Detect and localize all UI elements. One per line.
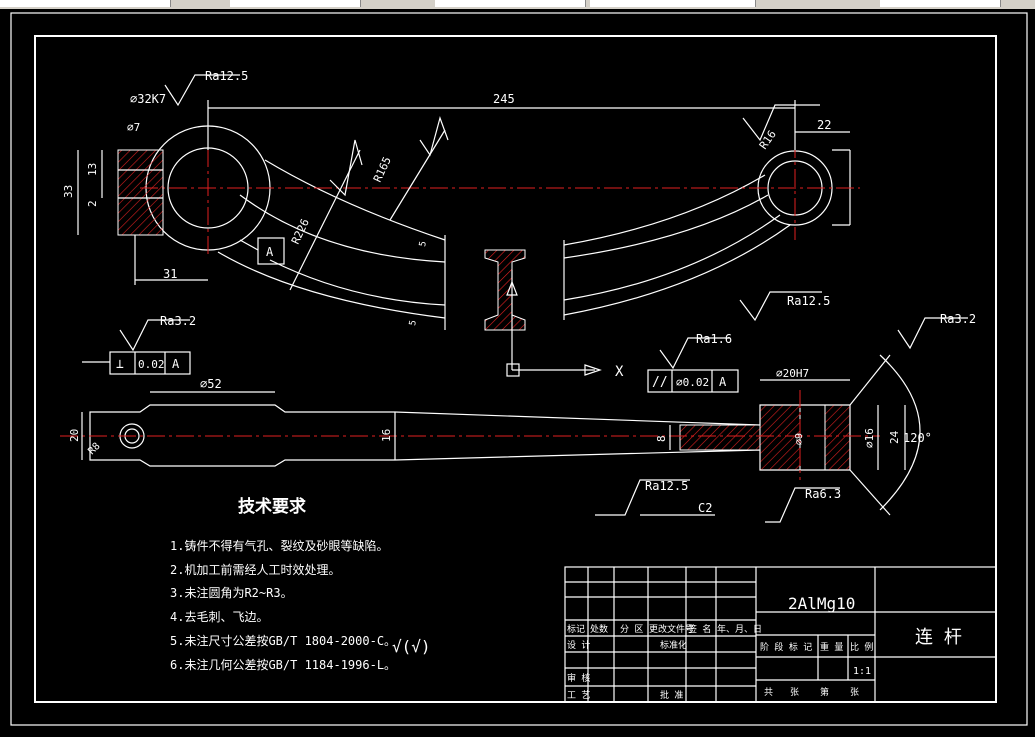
- tech-note-2: 2.机加工前需经人工时效处理。: [170, 562, 340, 577]
- dim-angle120: 120°: [903, 431, 932, 445]
- roughness-r6: Ra12.5: [645, 479, 688, 493]
- inner-frame: [34, 35, 997, 703]
- toolbar-field[interactable]: [880, 0, 1001, 7]
- outer-frame: [10, 12, 1028, 726]
- roughness-r2: Ra3.2: [160, 314, 196, 328]
- datum-and-tolerance-labels: A ⊥ 0.02 A // ⌀0.02 A X: [116, 245, 727, 390]
- dim-bore-dia: ⌀32K7: [130, 92, 166, 106]
- tb-jieduan: 阶 段 标 记: [760, 641, 812, 653]
- tb-pizhun: 批 准: [660, 689, 683, 701]
- toolbar-strip: [0, 0, 1035, 9]
- dim-end-width: 22: [817, 118, 831, 132]
- tech-note-4: 4.去毛刺、飞边。: [170, 610, 268, 624]
- dim-dia16: ⌀16: [863, 428, 876, 448]
- toolbar-field[interactable]: [435, 0, 586, 7]
- tol-par-value: ⌀0.02: [676, 376, 709, 389]
- tb-bili: 比 例: [850, 641, 873, 653]
- dim-length: 245: [493, 92, 515, 106]
- dim-pin-dia: ⌀7: [127, 121, 140, 134]
- tb-zhongliang: 重 量: [820, 641, 843, 653]
- roughness-labels: Ra12.5 Ra3.2 Ra1.6 Ra12.5 Ra3.2 Ra12.5 R…: [160, 69, 976, 501]
- datum-a-front: A: [172, 357, 180, 371]
- tb-shenhe: 审 核: [567, 672, 590, 684]
- roughness-r1: Ra12.5: [205, 69, 248, 83]
- datum-a-top: A: [266, 245, 274, 259]
- parallelism-icon: //: [652, 375, 668, 390]
- tb-di: 第: [820, 686, 829, 698]
- check-mark: √(√): [392, 637, 431, 656]
- dim-dia20h7: ⌀20H7: [776, 367, 809, 380]
- tb-date: 年、月、日: [717, 623, 762, 635]
- dim-rib5b: 5: [408, 319, 419, 326]
- dimension-labels: ⌀32K7 245 R165 R226 R16 22 ⌀7 33 13 2 31…: [62, 92, 932, 515]
- datum-a-right: A: [719, 375, 727, 389]
- tech-note-6: 6.未注几何公差按GB/T 1184-1996-L。: [170, 657, 396, 672]
- dim-len31: 31: [163, 267, 177, 281]
- tb-zhang2: 张: [850, 687, 859, 698]
- dim-h20: 20: [68, 429, 81, 442]
- tb-zhang1: 张: [790, 687, 799, 698]
- toolbar-field[interactable]: [230, 0, 361, 7]
- tech-title: 技术要求: [238, 496, 306, 517]
- tb-biaoji: 标记: [567, 623, 585, 635]
- tech-note-3: 3.未注圆角为R2~R3。: [170, 585, 293, 600]
- dim-r165: R165: [371, 155, 394, 185]
- dim-h13: 13: [86, 163, 99, 176]
- dim-h33: 33: [62, 185, 75, 198]
- axis-x-label: X: [615, 364, 624, 380]
- dim-r16: R16: [757, 128, 779, 152]
- roughness-r5: Ra3.2: [940, 312, 976, 326]
- dim-rib5a: 5: [418, 240, 429, 247]
- tb-gongyi: 工 艺: [567, 690, 590, 701]
- tb-chushu: 处数: [590, 623, 608, 635]
- tb-biaozhunhua: 标准化: [660, 639, 687, 651]
- dim-h2: 2: [86, 200, 99, 207]
- roughness-r7: Ra6.3: [805, 487, 841, 501]
- tb-sheji: 设 计: [567, 639, 590, 651]
- perpendicularity-icon: ⊥: [116, 357, 124, 372]
- technical-requirements: 技术要求 1.铸件不得有气孔、裂纹及砂眼等缺陷。 2.机加工前需经人工时效处理。…: [170, 496, 431, 672]
- dim-dia52: ⌀52: [200, 377, 222, 391]
- roughness-r3: Ra1.6: [696, 332, 732, 346]
- tech-note-5: 5.未注尺寸公差按GB/T 1804-2000-C。: [170, 633, 396, 648]
- top-view: [77, 74, 860, 377]
- tol-perp-value: 0.02: [138, 358, 165, 371]
- dim-w16: 16: [380, 429, 393, 442]
- roughness-r4: Ra12.5: [787, 294, 830, 308]
- drawing-canvas[interactable]: ⌀32K7 245 R165 R226 R16 22 ⌀7 33 13 2 31…: [0, 9, 1035, 733]
- title-block: 2AlMg10 连 杆 1:1 标记 处数 分 区 更改文件号 签 名 年、月、…: [564, 566, 997, 703]
- dim-r226: R226: [289, 217, 312, 247]
- toolbar-field[interactable]: [590, 0, 756, 7]
- toolbar-field[interactable]: [0, 0, 171, 7]
- dim-h24: 24: [888, 430, 901, 444]
- tb-gong: 共: [764, 687, 773, 698]
- scale-value: 1:1: [853, 666, 871, 677]
- dim-dia9: ⌀9: [794, 433, 805, 445]
- dim-chamfer: C2: [698, 501, 712, 515]
- dim-w8: 8: [655, 435, 668, 442]
- part-name: 连 杆: [915, 627, 962, 648]
- material-label: 2AlMg10: [788, 594, 855, 613]
- dim-r8: R8: [86, 441, 102, 457]
- tech-note-1: 1.铸件不得有气孔、裂纹及砂眼等缺陷。: [170, 538, 388, 553]
- tb-fenqu: 分 区: [620, 624, 643, 635]
- tb-qianming: 签 名: [688, 623, 711, 635]
- tb-gengai: 更改文件号: [649, 623, 694, 635]
- front-view: [60, 291, 968, 523]
